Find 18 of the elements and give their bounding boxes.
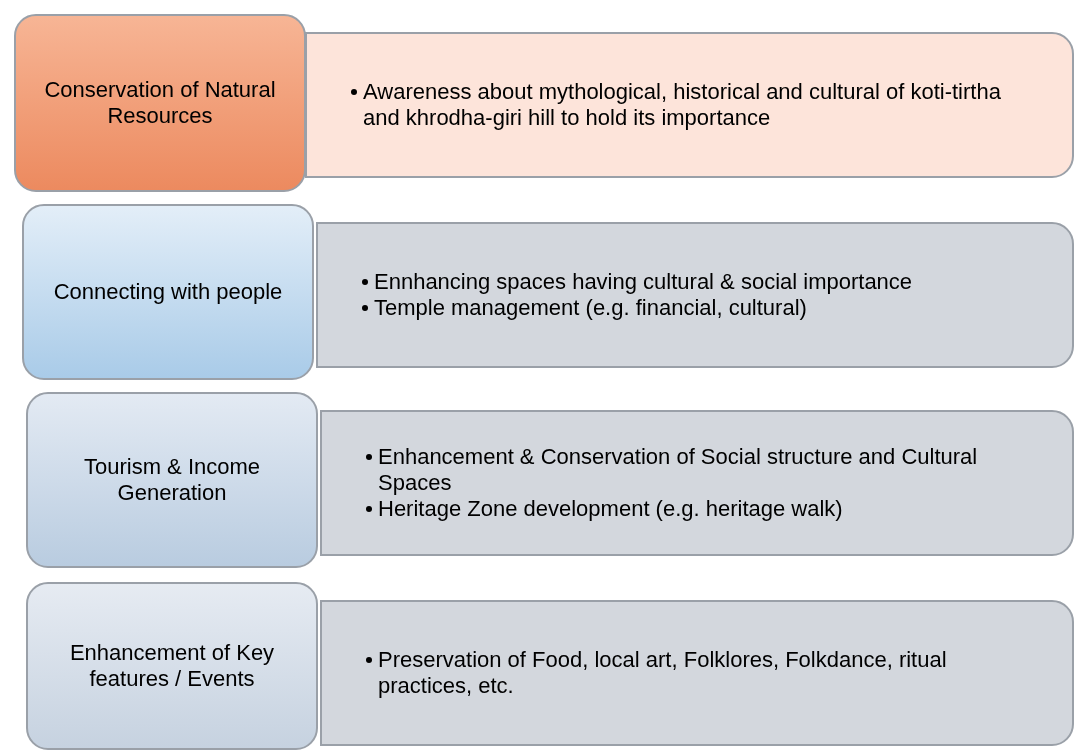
category-title: Enhancement of Key features / Events bbox=[68, 640, 276, 692]
category-title: Conservation of Natural Resources bbox=[43, 77, 277, 129]
bullet-text: Preservation of Food, local art, Folklores, Folkdance, ritual practices, etc. bbox=[378, 647, 948, 699]
description-box bbox=[320, 410, 1074, 556]
category-box bbox=[26, 392, 318, 568]
category-box bbox=[14, 14, 306, 192]
description-box bbox=[305, 32, 1074, 178]
bullet-text: Heritage Zone development (e.g. heritage walk) bbox=[378, 496, 843, 522]
description-box bbox=[316, 222, 1074, 368]
category-box bbox=[26, 582, 318, 750]
bullet-text: Ennhancing spaces having cultural & social importance bbox=[374, 269, 913, 295]
description-box bbox=[320, 600, 1074, 746]
category-box bbox=[22, 204, 314, 380]
bullet-text: Temple management (e.g. financial, cultural) bbox=[374, 295, 807, 321]
bullet-text: Enhancement & Conservation of Social structure and Cultural Spaces bbox=[378, 444, 979, 496]
category-title: Connecting with people bbox=[53, 279, 283, 305]
category-title: Tourism & Income Generation bbox=[82, 454, 262, 506]
bullet-text: Awareness about mythological, historical and cultural of koti-tirtha and khrodha-giri hill to hold its importance bbox=[363, 79, 1002, 131]
